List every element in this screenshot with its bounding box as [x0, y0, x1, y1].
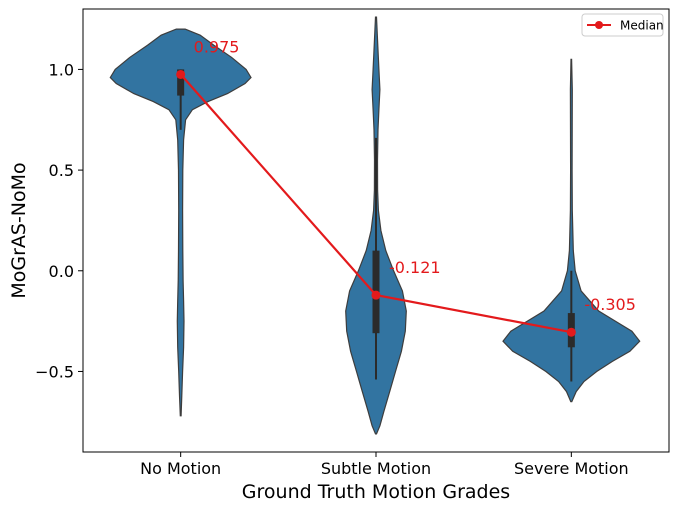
legend: Median	[581, 13, 664, 37]
median-layer: 0.975 -0.121 -0.305	[176, 37, 636, 337]
x-tick-label: Subtle Motion	[321, 459, 431, 478]
tick-layer: −0.5 0.0 0.5 1.0 No Motion Subtle Motion Sever…	[35, 60, 629, 478]
legend-entry-median: Median	[620, 19, 664, 33]
violin-layer	[109, 16, 641, 435]
y-axis-title: MoGrAS-NoMo	[8, 162, 30, 298]
violin-severe-motion	[502, 58, 641, 403]
y-tick-label: −0.5	[35, 362, 74, 381]
median-point	[566, 327, 576, 337]
legend-marker-swatch	[595, 21, 603, 29]
median-point	[371, 290, 381, 300]
y-tick-label: 1.0	[49, 60, 74, 79]
median-value-label: 0.975	[194, 37, 240, 56]
legend-box	[581, 13, 664, 37]
x-tick-label: Severe Motion	[514, 459, 629, 478]
median-point	[176, 69, 186, 79]
median-value-label: -0.121	[389, 258, 441, 277]
median-value-label: -0.305	[584, 295, 636, 314]
x-axis-title: Ground Truth Motion Grades	[242, 481, 510, 503]
y-tick-label: 0.5	[49, 161, 74, 180]
violin-iqr-box	[177, 69, 185, 96]
y-tick-label: 0.0	[49, 262, 74, 281]
violin-no-motion	[109, 28, 252, 417]
x-tick-label: No Motion	[140, 459, 221, 478]
